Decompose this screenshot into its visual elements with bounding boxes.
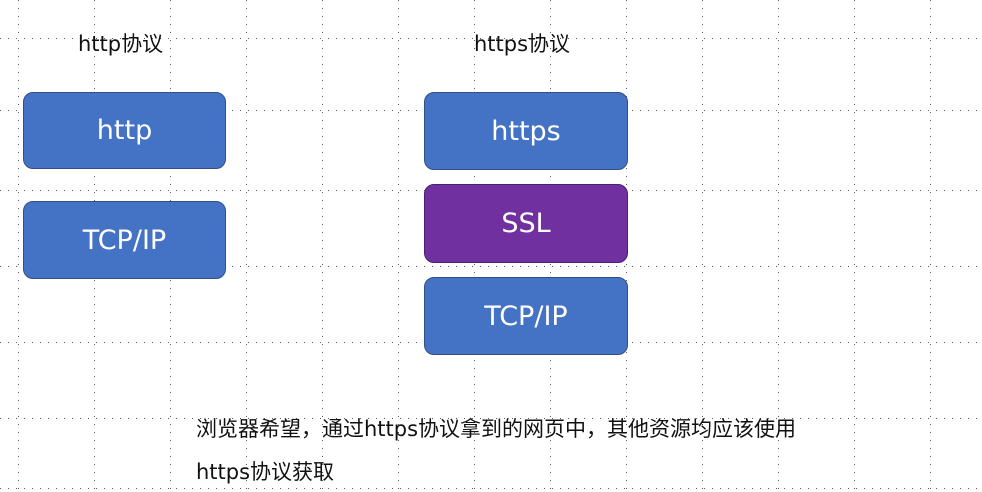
grid-line xyxy=(0,418,982,419)
https-protocol-title: https协议 xyxy=(474,32,571,56)
grid-line xyxy=(398,0,399,492)
grid-line xyxy=(246,0,247,492)
grid-line xyxy=(930,0,931,492)
https-layer-label: https xyxy=(491,115,561,147)
https-layer-box: https xyxy=(424,92,628,170)
grid-line xyxy=(778,0,779,492)
grid-line xyxy=(18,0,19,492)
http-layer-label: http xyxy=(96,115,153,146)
grid-line xyxy=(0,488,982,489)
tcpip-layer-label-left: TCP/IP xyxy=(82,224,167,256)
grid-line xyxy=(0,38,982,39)
http-layer-box: http xyxy=(23,92,226,169)
tcpip-layer-box-left: TCP/IP xyxy=(23,201,226,279)
ssl-layer-box: SSL xyxy=(424,184,628,263)
tcpip-layer-box-right: TCP/IP xyxy=(424,277,628,355)
http-protocol-title: http协议 xyxy=(78,32,164,56)
grid-line xyxy=(702,0,703,492)
note-line-1: 浏览器希望，通过https协议拿到的网页中，其他资源均应该使用 xyxy=(196,417,797,441)
note-line-2: https协议获取 xyxy=(196,460,335,484)
grid-line xyxy=(0,266,982,267)
ssl-layer-label: SSL xyxy=(501,208,551,239)
grid-line xyxy=(854,0,855,492)
grid-line xyxy=(322,0,323,492)
tcpip-layer-label-right: TCP/IP xyxy=(484,300,568,332)
